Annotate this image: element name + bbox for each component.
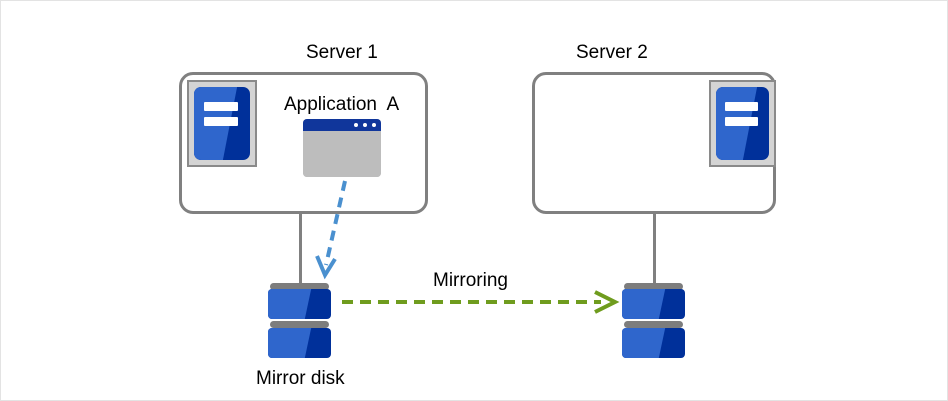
server-tower-bar-2: [203, 116, 239, 127]
disk-bar-2: [624, 321, 683, 328]
mirror-disk-label: Mirror disk: [256, 368, 345, 389]
disk-stack-icon-right: [622, 283, 685, 367]
app-window-dot-1: [354, 123, 358, 127]
disk-platter-2: [622, 328, 685, 358]
disk-bar-1: [624, 283, 683, 290]
mirroring-label: Mirroring: [433, 270, 508, 291]
server1-title: Server 1: [306, 42, 378, 63]
disk-bar-1: [270, 283, 329, 290]
server-tower-bar-2: [725, 116, 758, 127]
server-tower-bar-1: [203, 101, 239, 112]
server-tower-icon-server1: [187, 80, 257, 167]
server-tower-bar-1: [725, 101, 758, 112]
server2-disk-connector: [653, 213, 656, 285]
app-window-dot-3: [372, 123, 376, 127]
disk-stack-icon-left: [268, 283, 331, 367]
disk-platter-1: [622, 289, 685, 319]
mirroring-arrow: [342, 290, 620, 314]
disk-bar-2: [270, 321, 329, 328]
server-tower-icon-server2: [709, 80, 776, 167]
app-window-body: [303, 131, 381, 177]
application-a-label: Application A: [284, 94, 400, 115]
server-tower-body: [716, 87, 769, 160]
app-window-dot-2: [363, 123, 367, 127]
server2-title: Server 2: [576, 42, 648, 63]
app-window-titlebar: [303, 119, 381, 131]
application-window-icon: [303, 119, 381, 177]
disk-platter-1: [268, 289, 331, 319]
disk-platter-2: [268, 328, 331, 358]
server-tower-body: [194, 87, 250, 160]
server1-disk-connector: [299, 213, 302, 285]
